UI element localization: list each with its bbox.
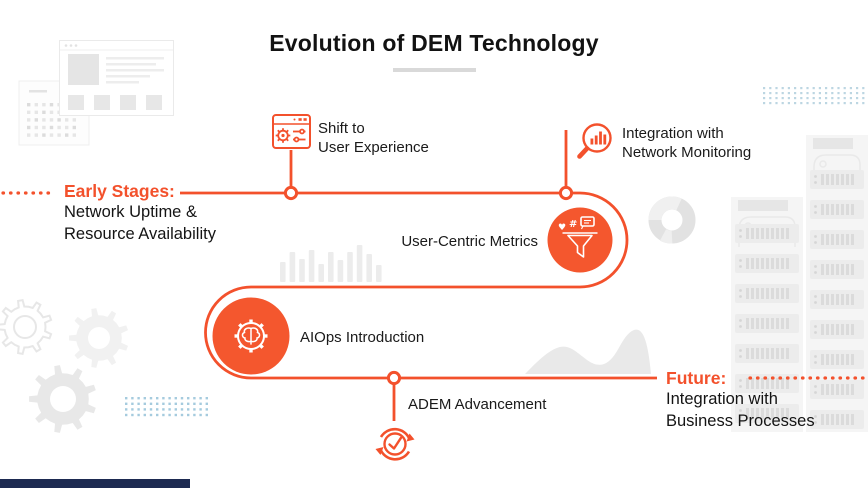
svg-text:#: #: [569, 219, 577, 230]
teal-dot-grid: [125, 397, 208, 417]
stage-future: Future: Integration with Business Proces…: [666, 368, 815, 432]
node-shift: [283, 185, 299, 201]
stage-user-centric-label: User-Centric Metrics: [401, 233, 538, 250]
server-rack-sketch: [806, 135, 868, 432]
title-underline: [393, 68, 476, 72]
stage-early-desc2: Resource Availability: [64, 224, 216, 243]
stage-network: Integration with Network Monitoring: [622, 124, 751, 162]
browser-window-sketch: [18, 40, 174, 146]
stage-early-desc1: Network Uptime &: [64, 203, 197, 221]
stage-network-line2: Network Monitoring: [622, 144, 752, 161]
timeline-main-path: [180, 191, 657, 380]
bar-chart-sketch: [280, 245, 382, 282]
gear-sketch: [0, 298, 53, 356]
magnifier-chart-icon: [577, 123, 612, 159]
server-rack-sketch: [731, 197, 803, 432]
stage-future-desc1: Integration with: [666, 390, 778, 408]
node-adem: [386, 370, 402, 386]
background-sketches: [0, 87, 868, 433]
page-title: Evolution of DEM Technology: [269, 30, 599, 56]
wave-sketch: [525, 329, 651, 374]
stage-adem-label: ADEM Advancement: [408, 396, 547, 413]
donut-sketch: [648, 196, 696, 244]
check-refresh-icon: [375, 427, 415, 461]
gear-sketch: [69, 308, 128, 368]
user-centric-disc: ♥ #: [547, 207, 613, 273]
stage-shift-line2: User Experience: [318, 139, 429, 156]
stage-early-label: Early Stages:: [64, 181, 175, 201]
teal-dot-grid: [763, 87, 865, 105]
funnel-metrics-icon: ♥ #: [558, 216, 598, 258]
node-network: [558, 185, 574, 201]
browser-settings-icon: [272, 114, 311, 149]
svg-text:♥: ♥: [558, 223, 566, 233]
stage-shift: Shift to User Experience: [318, 119, 429, 157]
stage-aiops-label: AIOps Introduction: [300, 329, 425, 346]
stage-early: Early Stages: Network Uptime & Resource …: [64, 181, 216, 245]
stage-network-line1: Integration with: [622, 125, 724, 142]
stage-future-desc2: Business Processes: [666, 411, 815, 430]
gear-brain-icon: [234, 319, 268, 353]
gear-sketch: [29, 365, 96, 433]
aiops-disc: [212, 297, 290, 375]
navy-footer-bar: [0, 479, 190, 488]
stage-shift-line1: Shift to: [318, 120, 365, 137]
stage-future-label: Future:: [666, 368, 727, 388]
timeline-nodes: [283, 185, 574, 386]
timeline: [1, 130, 868, 421]
